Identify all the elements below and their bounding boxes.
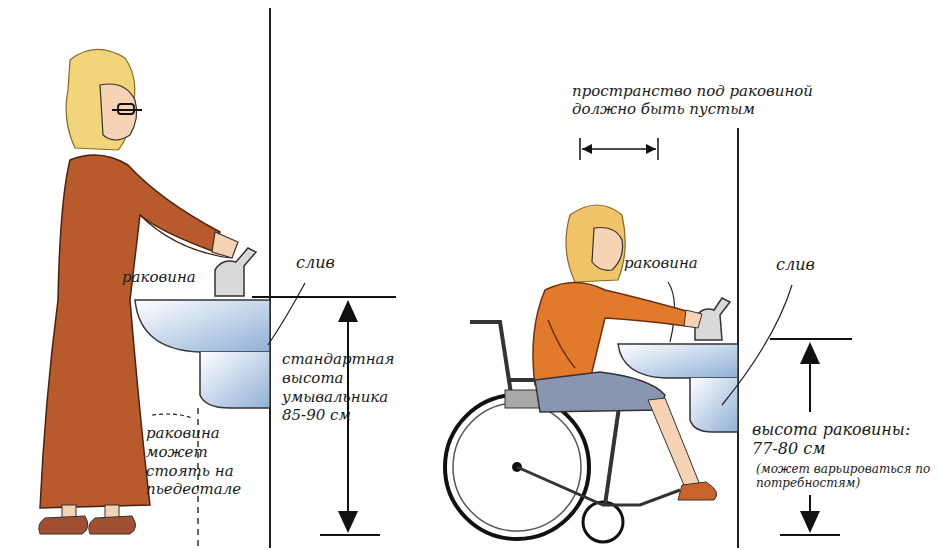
- leader-line: [152, 414, 192, 418]
- annotation-label: высота раковины: 77-80 см: [752, 420, 927, 458]
- hair: [566, 205, 625, 282]
- dimension-tick: [579, 138, 581, 160]
- arrow-head: [646, 144, 656, 154]
- dimension-line: [582, 148, 656, 150]
- arrow-head: [582, 144, 592, 154]
- wall-line: [737, 128, 739, 548]
- annotation-label: (может варьироваться по потребностям): [756, 462, 934, 491]
- caster-wheel: [583, 502, 623, 542]
- hand: [684, 310, 702, 328]
- dimension-tick: [657, 138, 659, 160]
- footrest-frame: [517, 467, 680, 505]
- glasses: [118, 104, 134, 114]
- glasses: [112, 109, 142, 111]
- sink-trap: [690, 378, 738, 432]
- sink-bowl: [618, 344, 738, 378]
- annotation-label: слив: [296, 253, 356, 272]
- shoe: [89, 516, 136, 534]
- seated-woman: [533, 205, 717, 500]
- leader-line: [268, 283, 305, 345]
- leader-line: [722, 285, 792, 405]
- annotation-label: раковина: [122, 268, 232, 286]
- leg: [648, 398, 700, 490]
- annotation-label: пространство под раковиной должно быть п…: [572, 82, 872, 118]
- sweater: [533, 283, 690, 386]
- skirt: [535, 372, 665, 412]
- arm: [548, 320, 575, 368]
- annotation-label: стандартная высота умывальника 85-90 см: [282, 350, 402, 425]
- arrow-head: [800, 511, 820, 533]
- dimension-line: [770, 338, 852, 340]
- clearance-dimension: [580, 138, 658, 160]
- dimension-line: [252, 296, 396, 298]
- annotation-label: раковина: [624, 254, 734, 272]
- standing-woman: [39, 49, 238, 534]
- dimension-line: [320, 534, 380, 536]
- dimension-line: [780, 534, 840, 536]
- arrow-head: [338, 511, 358, 533]
- wall-line: [269, 8, 271, 548]
- face: [100, 84, 137, 140]
- sink-trap: [200, 352, 270, 408]
- shoe: [39, 516, 88, 534]
- shoe: [678, 482, 717, 500]
- arrow-head: [338, 300, 358, 322]
- annotation-label: слив: [776, 255, 836, 274]
- hand: [212, 232, 238, 258]
- annotation-label: раковина может стоять на пьедестале: [146, 424, 266, 499]
- face: [592, 228, 623, 271]
- arrow-head: [800, 342, 820, 364]
- sink-bowl: [135, 300, 270, 352]
